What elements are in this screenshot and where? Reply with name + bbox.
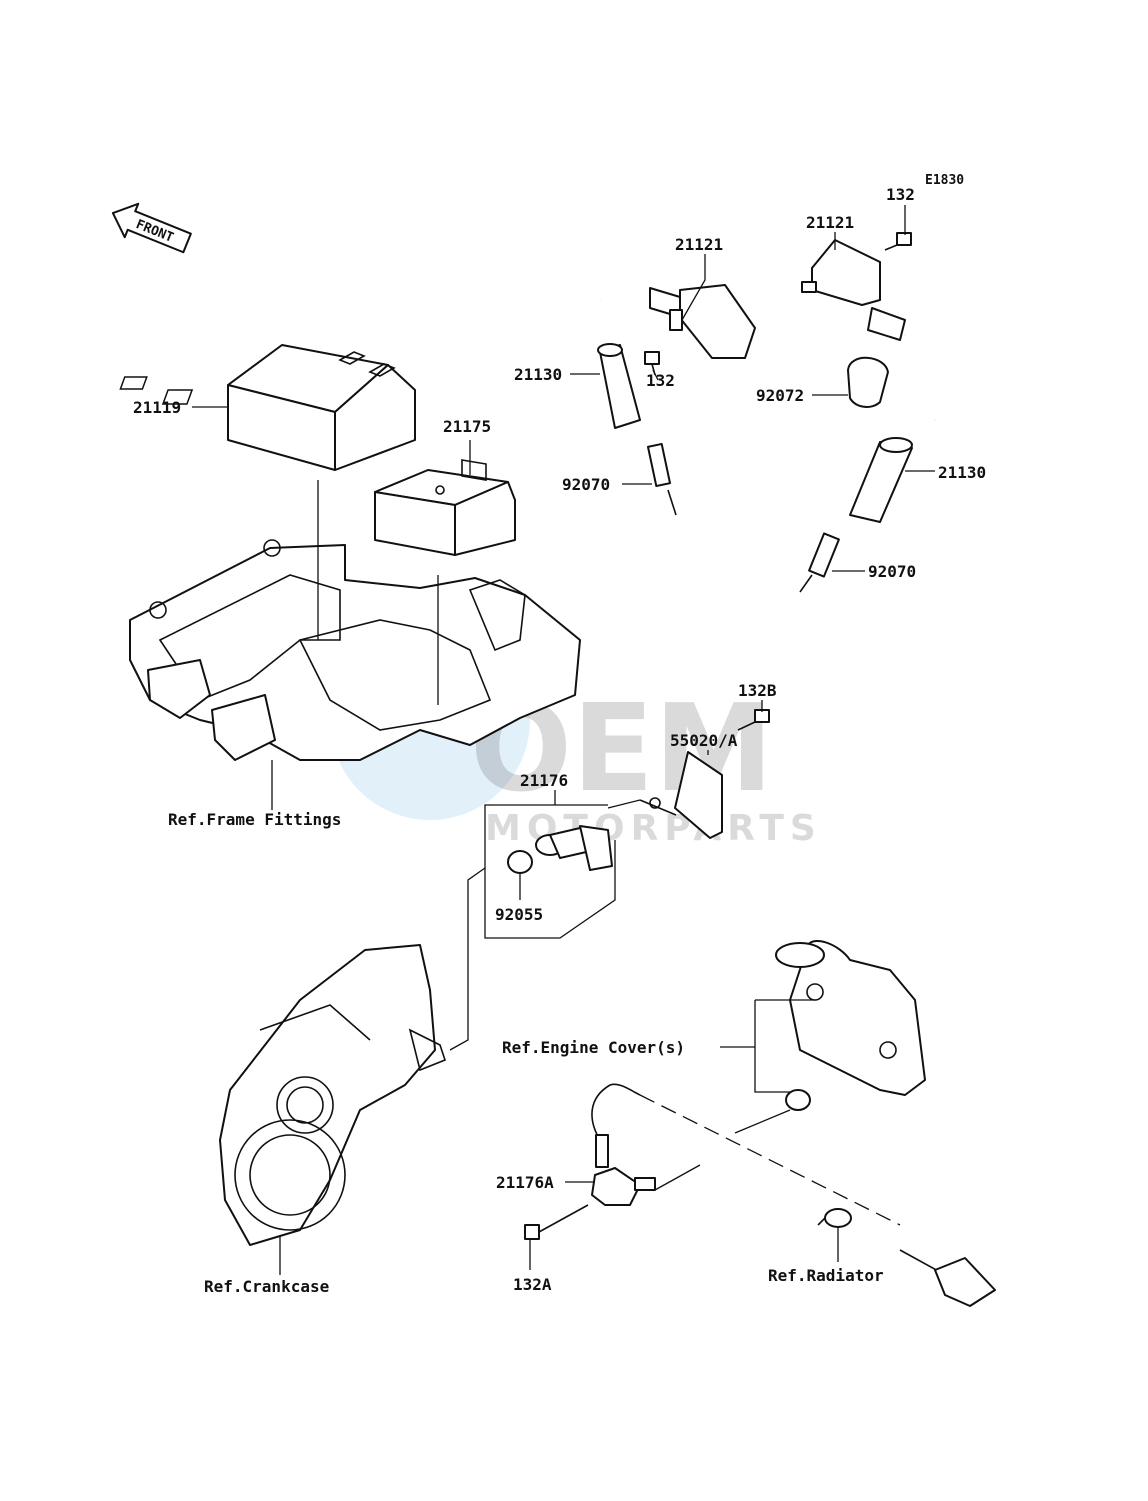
plug-cap-21130-left[interactable]: [597, 343, 641, 429]
label-21175: 21175: [443, 417, 491, 436]
leader-21121-left: [681, 254, 706, 321]
frame-tray: [129, 539, 581, 761]
leader-21176-box: [484, 840, 616, 939]
sensor-21176[interactable]: [535, 825, 613, 871]
label-132A: 132A: [513, 1275, 552, 1294]
label-92055: 92055: [495, 905, 543, 924]
clamp-92072[interactable]: [847, 356, 889, 408]
label-ref-crankcase: Ref.Crankcase: [204, 1277, 329, 1296]
label-55020A: 55020/A: [670, 731, 738, 750]
bolt-132-top[interactable]: [884, 232, 912, 251]
routing-dashed-line: [639, 1094, 901, 1226]
label-132-top: 132: [886, 185, 915, 204]
label-21176: 21176: [520, 771, 568, 790]
label-21121-right: 21121: [806, 213, 854, 232]
label-92072: 92072: [756, 386, 804, 405]
connector: [899, 1249, 996, 1307]
label-ref-engine-cover: Ref.Engine Cover(s): [502, 1038, 685, 1057]
leader-crankcase-link: [449, 867, 486, 1051]
label-92070-left: 92070: [562, 475, 610, 494]
crankcase: [219, 944, 446, 1246]
label-132B: 132B: [738, 681, 777, 700]
label-132-mid: 132: [646, 371, 675, 390]
label-ref-frame: Ref.Frame Fittings: [168, 810, 341, 829]
bolt-132A[interactable]: [524, 1204, 589, 1240]
plug-cap-21130-right[interactable]: [849, 437, 913, 523]
spark-plug-92070-right[interactable]: [799, 532, 840, 593]
leader-21176-top: [484, 804, 608, 858]
o-ring-92055[interactable]: [507, 850, 533, 874]
o-ring-cover: [785, 1089, 811, 1111]
leader-132-mid: [652, 369, 659, 381]
label-21176A: 21176A: [496, 1173, 554, 1192]
leader-oring-dash: [734, 1109, 791, 1134]
label-21130-left: 21130: [514, 365, 562, 384]
leader-21176A-dash: [654, 1164, 701, 1191]
front-arrow-icon: FRONT: [111, 202, 192, 254]
coil-21121-left[interactable]: [591, 264, 756, 359]
ecu-21119[interactable]: [119, 344, 416, 471]
label-21121-left: 21121: [675, 235, 723, 254]
diagram-code: E1830: [925, 173, 964, 188]
label-ref-radiator: Ref.Radiator: [768, 1266, 884, 1285]
radiator-clamp: [817, 1208, 852, 1228]
engine-cover: [775, 940, 926, 1096]
spark-plug-92070-left[interactable]: [646, 442, 677, 516]
bracket-55020A[interactable]: [639, 751, 723, 839]
module-21175[interactable]: [374, 459, 516, 556]
label-21130-right: 21130: [938, 463, 986, 482]
label-21119: 21119: [133, 398, 181, 417]
leader-engine-cover-bracket: [754, 1000, 790, 1093]
label-92070-right: 92070: [868, 562, 916, 581]
sensor-21176A[interactable]: [591, 1083, 656, 1206]
leader-sensor-bracket: [607, 799, 641, 809]
